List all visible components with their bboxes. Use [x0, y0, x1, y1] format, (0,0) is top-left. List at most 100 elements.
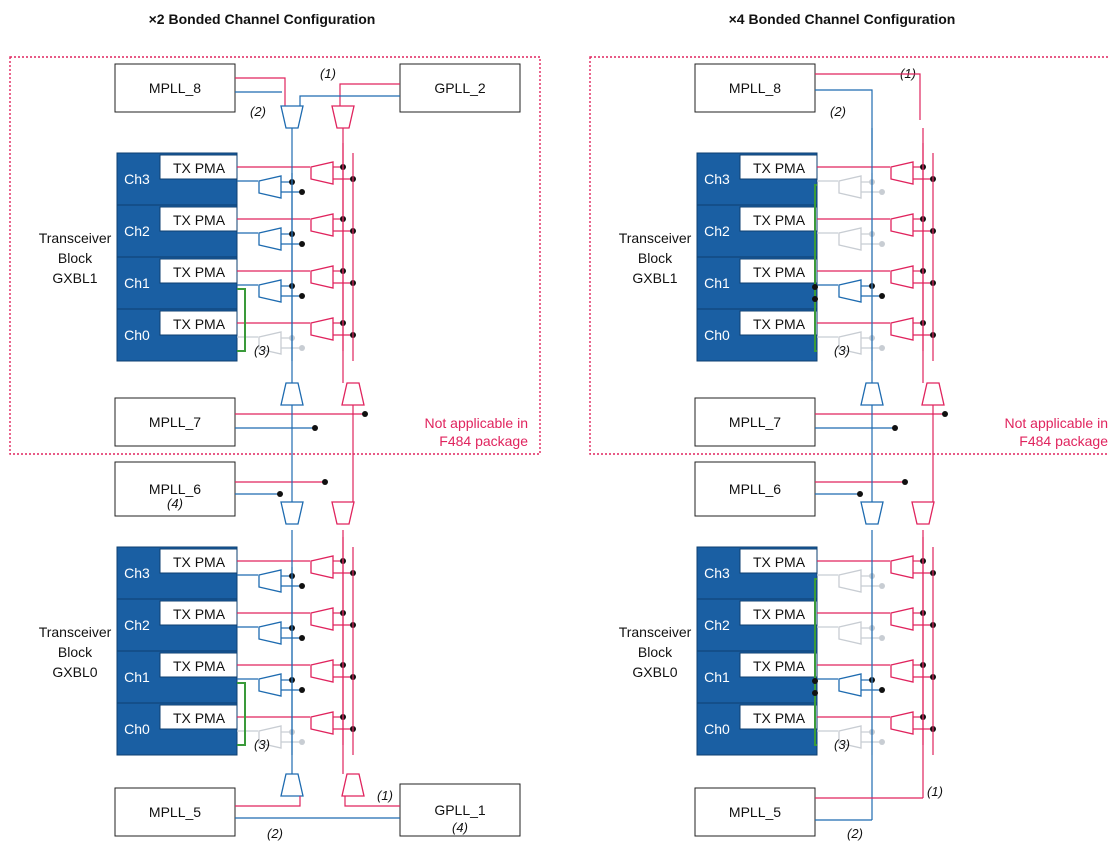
blue-pll-mux [280, 773, 304, 797]
pink-channel-mux [890, 607, 914, 631]
junction-dot [879, 293, 885, 299]
junction-dot [902, 479, 908, 485]
f484-boundary [589, 56, 1109, 455]
box-MPLL_7 [694, 397, 816, 447]
block-name-1-1: Block [58, 644, 93, 660]
green-bond-line [237, 682, 246, 746]
tx-pma-box [159, 704, 238, 730]
box-MPLL_8 [114, 63, 236, 113]
note-2: (2) [830, 104, 846, 119]
block-name-0-2: GXBL1 [52, 270, 97, 286]
grey-bonding-mux [838, 621, 862, 645]
box-MPLL_6 [694, 461, 816, 517]
junction-dot [879, 583, 885, 589]
junction-dot [299, 241, 305, 247]
grey-bonding-mux [258, 725, 282, 749]
block-name-0-1: Block [638, 250, 673, 266]
junction-dot [879, 687, 885, 693]
tx-pma-label: TX PMA [173, 264, 226, 280]
junction-dot [812, 690, 818, 696]
channel-label-Ch3: Ch3 [124, 171, 150, 187]
channel-label-Ch2: Ch2 [704, 223, 730, 239]
block-name-0-2: GXBL1 [632, 270, 677, 286]
not-applicable-text: Not applicable in [1004, 415, 1108, 431]
blue-bonding-mux [838, 673, 862, 697]
tx-pma-label: TX PMA [753, 264, 806, 280]
blue-bonding-mux [258, 175, 282, 199]
note-1: (1) [927, 784, 943, 799]
box-MPLL_6-label: MPLL_6 [729, 481, 781, 497]
tx-pma-label: TX PMA [173, 160, 226, 176]
pink-channel-mux [310, 317, 334, 341]
channel-label-Ch0: Ch0 [704, 721, 730, 737]
pink-channel-mux [890, 161, 914, 185]
box-MPLL_6-label: MPLL_6 [149, 481, 201, 497]
junction-dot [892, 425, 898, 431]
tx-pma-label: TX PMA [173, 212, 226, 228]
tx-pma-box [159, 548, 238, 574]
pink-channel-mux [310, 711, 334, 735]
tx-pma-label: TX PMA [173, 554, 226, 570]
tx-pma-label: TX PMA [753, 710, 806, 726]
box-GPLL_2 [399, 63, 521, 113]
grey-bonding-mux [838, 331, 862, 355]
box-MPLL_7 [114, 397, 236, 447]
channel-label-Ch0: Ch0 [124, 721, 150, 737]
block-name-1-0: Transceiver [39, 624, 112, 640]
blue-pll-mux [280, 382, 304, 406]
not-applicable-text: F484 package [439, 433, 528, 449]
pll-wire [235, 77, 286, 106]
junction-dot [299, 189, 305, 195]
panel-title: ×2 Bonded Channel Configuration [149, 11, 376, 27]
pll-wire [815, 89, 873, 150]
channel-label-Ch1: Ch1 [704, 669, 730, 685]
channel-label-Ch2: Ch2 [124, 617, 150, 633]
pink-channel-mux [310, 607, 334, 631]
note-2: (2) [250, 104, 266, 119]
box-MPLL_7-label: MPLL_7 [729, 414, 781, 430]
pink-channel-mux [890, 711, 914, 735]
box-MPLL_5-label: MPLL_5 [729, 804, 781, 820]
box-MPLL_8-label: MPLL_8 [149, 80, 201, 96]
blue-bonding-mux [838, 279, 862, 303]
junction-dot [299, 687, 305, 693]
junction-dot [812, 284, 818, 290]
note-3: (3) [254, 343, 270, 358]
tx-pma-label: TX PMA [173, 606, 226, 622]
pink-channel-mux [310, 213, 334, 237]
block-name-1-2: GXBL0 [632, 664, 677, 680]
tx-pma-box [739, 154, 818, 180]
box-MPLL_5 [114, 787, 236, 837]
box-MPLL_8-label: MPLL_8 [729, 80, 781, 96]
grey-bonding-mux [838, 175, 862, 199]
note-3: (3) [834, 343, 850, 358]
tx-pma-box [159, 206, 238, 232]
junction-dot [312, 425, 318, 431]
junction-dot [879, 241, 885, 247]
channel-label-Ch3: Ch3 [124, 565, 150, 581]
junction-dot [299, 293, 305, 299]
pink-channel-mux [890, 213, 914, 237]
box-MPLL_6 [114, 461, 236, 517]
blue-bonding-mux [258, 673, 282, 697]
block-name-0-0: Transceiver [39, 230, 112, 246]
note-1: (1) [320, 66, 336, 81]
green-bond-line [814, 578, 817, 746]
grey-bonding-mux [838, 569, 862, 593]
channel-label-Ch0: Ch0 [704, 327, 730, 343]
grey-bonding-mux [838, 725, 862, 749]
box-GPLL_2-label: GPLL_2 [434, 80, 486, 96]
channel-label-Ch0: Ch0 [124, 327, 150, 343]
pink-pll-mux [331, 105, 355, 129]
tx-pma-label: TX PMA [173, 710, 226, 726]
junction-dot [879, 739, 885, 745]
note-4: (4) [452, 820, 468, 835]
note-4: (4) [167, 496, 183, 511]
pink-pll-mux [341, 773, 365, 797]
channel-label-Ch1: Ch1 [124, 669, 150, 685]
junction-dot [277, 491, 283, 497]
box-MPLL_5-label: MPLL_5 [149, 804, 201, 820]
pink-channel-mux [310, 161, 334, 185]
pll-wire [344, 796, 400, 807]
box-MPLL_5 [694, 787, 816, 837]
